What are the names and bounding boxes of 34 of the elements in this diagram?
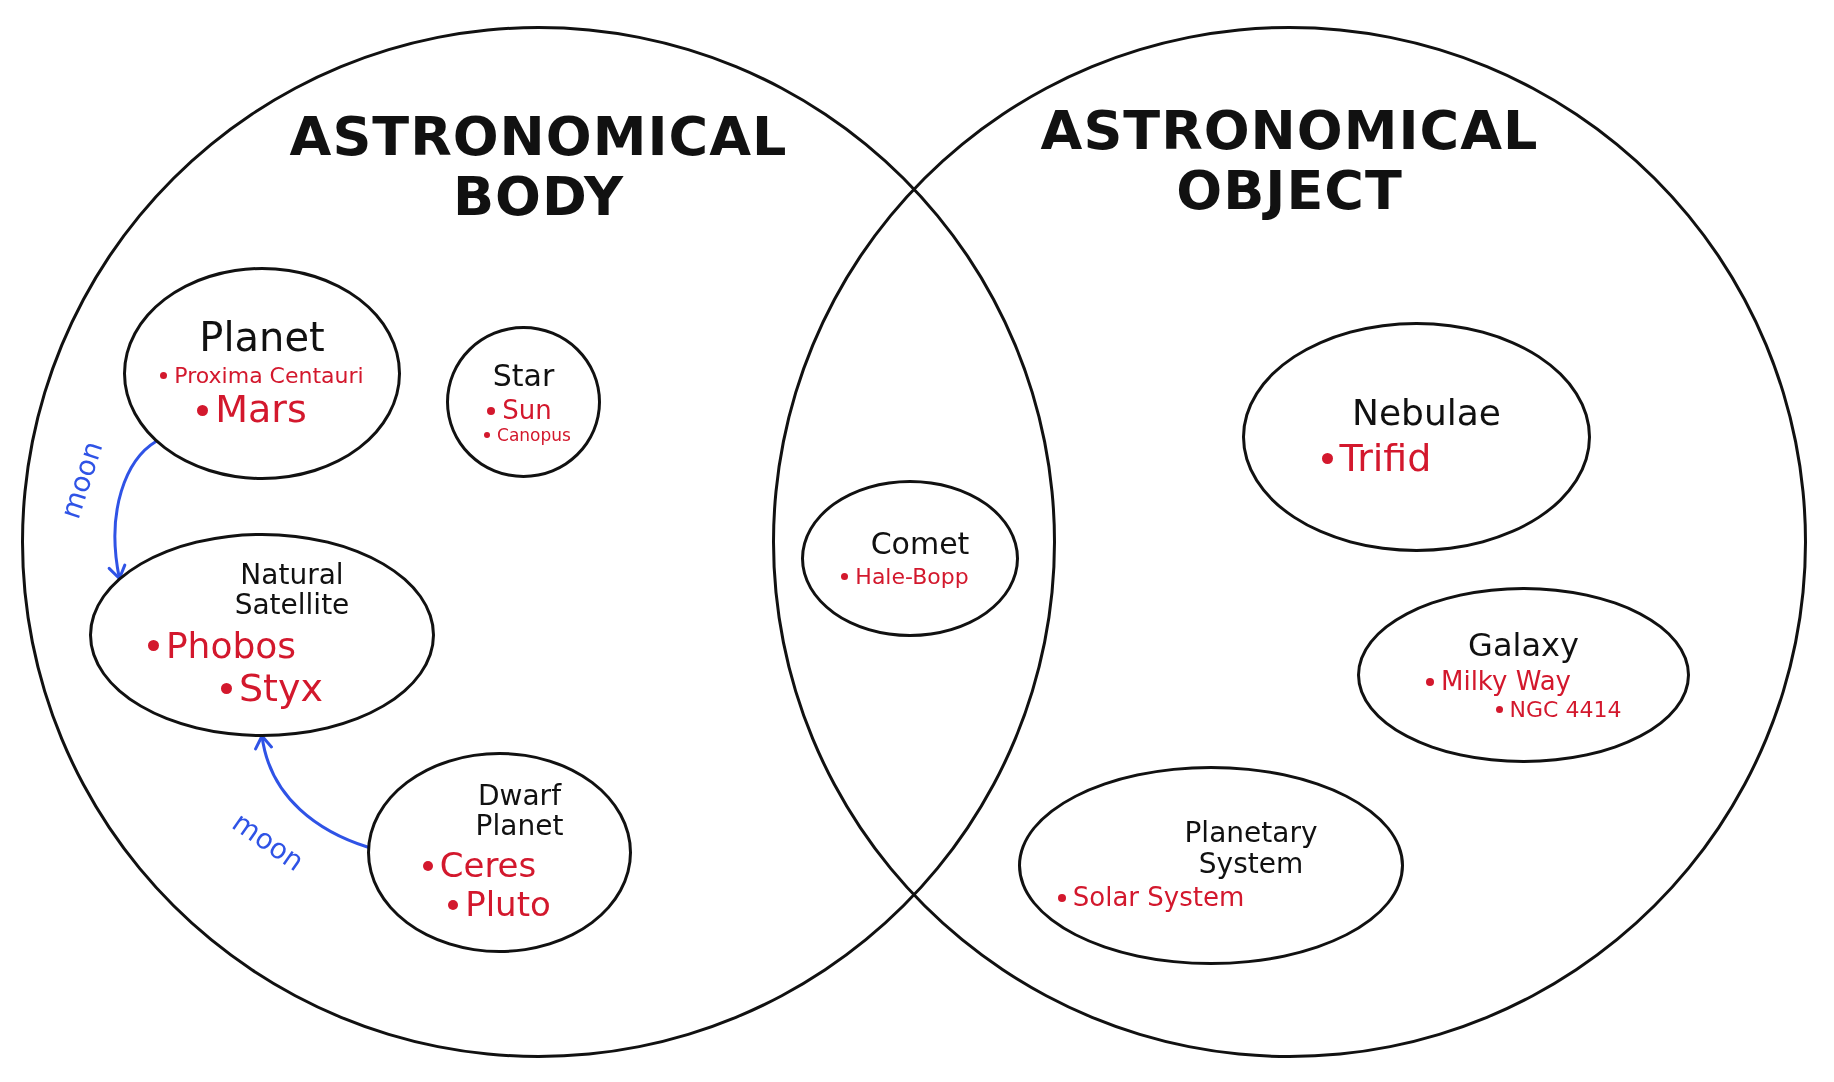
category-ellipse — [1018, 766, 1404, 965]
example-label: Trifid — [1339, 436, 1432, 481]
example-label: Ceres — [439, 846, 537, 886]
example-label: Hale-Bopp — [855, 564, 969, 590]
example-label: Pluto — [465, 885, 551, 925]
category-label: Planet — [199, 315, 325, 359]
category-ellipse — [89, 533, 435, 737]
category-label: Natural Satellite — [234, 559, 350, 622]
example-label: Canopus — [497, 425, 571, 446]
set-title: ASTRONOMICAL BODY — [289, 107, 788, 228]
category-ellipse — [367, 752, 632, 953]
category-ellipse — [123, 267, 401, 480]
category-ellipse — [1357, 587, 1690, 763]
category-ellipse — [801, 480, 1019, 637]
category-ellipse — [1242, 322, 1591, 552]
example-label: Mars — [215, 388, 307, 432]
edge-label: moon — [56, 437, 108, 523]
example-label: Phobos — [165, 625, 297, 667]
example-label: Styx — [239, 666, 323, 711]
category-label: Galaxy — [1468, 627, 1579, 663]
arrow — [254, 734, 370, 849]
example-label: NGC 4414 — [1509, 696, 1622, 723]
set-title: ASTRONOMICAL OBJECT — [1040, 101, 1539, 222]
category-label: Nebulae — [1352, 393, 1501, 433]
example-label: Solar System — [1072, 883, 1245, 914]
category-label: Planetary System — [1184, 817, 1318, 880]
arrow — [108, 439, 158, 580]
category-label: Comet — [870, 527, 970, 561]
example-label: Proxima Centauri — [174, 363, 364, 389]
category-ellipse — [446, 326, 601, 478]
example-label: Milky Way — [1441, 667, 1571, 697]
category-label: Dwarf Planet — [475, 780, 564, 843]
category-label: Star — [492, 358, 555, 392]
example-label: Sun — [502, 395, 552, 426]
